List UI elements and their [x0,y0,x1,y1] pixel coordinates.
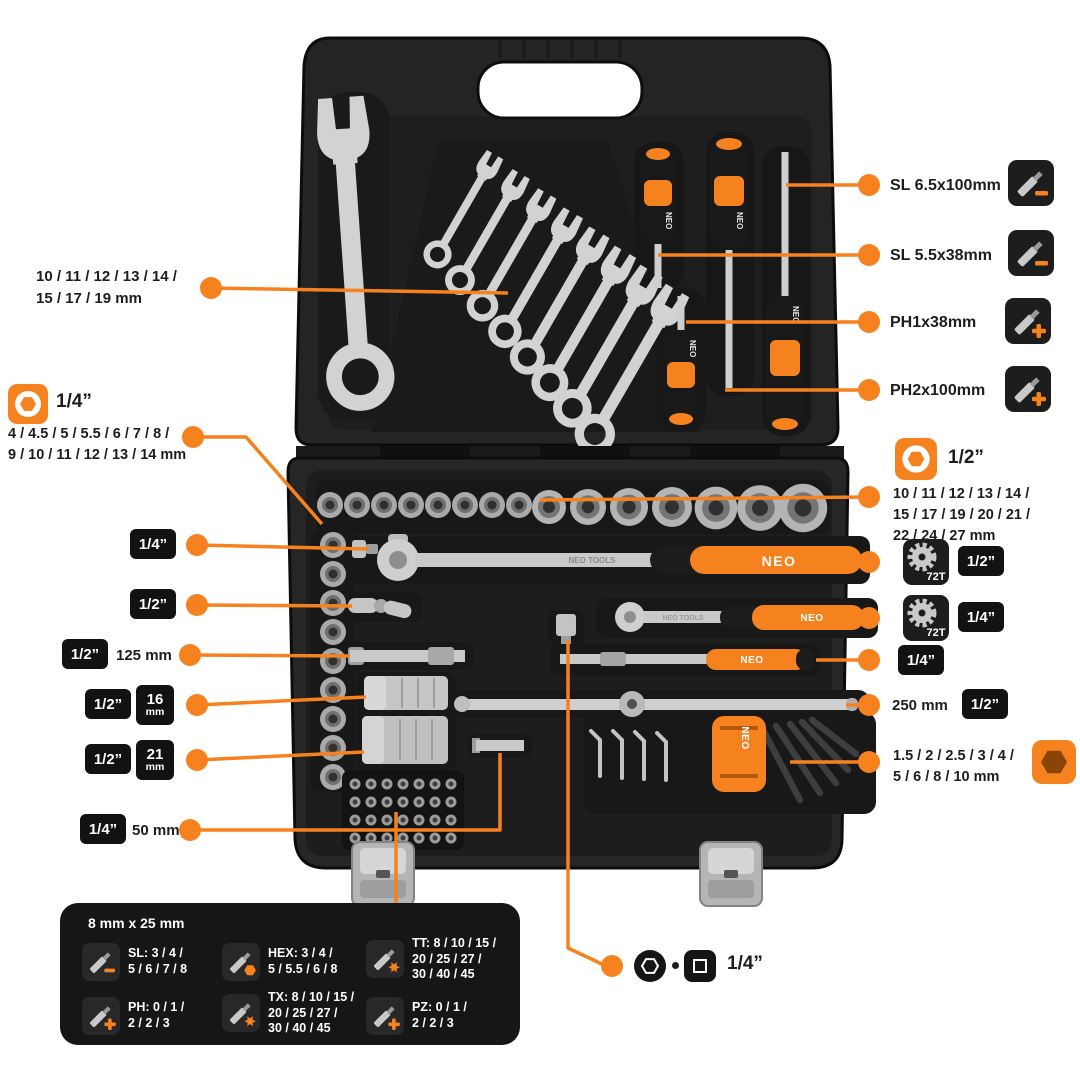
square-drive-icon [684,950,716,982]
quarter-drive-icon [8,384,48,424]
screwdriver-sl-65x100: NEO [766,152,804,430]
wrench-sizes-label: 10 / 11 / 12 / 13 / 14 / 15 / 17 / 19 mm [36,268,177,307]
spark-plug-socket-16mm [364,676,448,710]
torx-bit-icon [222,994,260,1033]
phillips-bit-icon [82,997,120,1035]
sl-bit-icon [82,943,120,981]
sliding-bar-badge: 1/2” [962,689,1008,719]
case-lid: NEO NEO NEO NEO [294,36,840,455]
phillips-bit-icon [1005,298,1051,344]
extension-125-badge: 1/2” [62,639,108,669]
svg-text:72T: 72T [927,627,946,639]
svg-text:NEO TOOLS: NEO TOOLS [662,615,703,622]
bits-ph: PH: 0 / 1 /2 / 2 / 3 [82,997,184,1035]
sl-65-label: SL 6.5x100mm [890,177,1001,194]
socket-21mm [362,716,448,764]
screwdriver-ph1x38: NEO [663,296,699,425]
half-drive-icon [895,438,937,480]
half-drive-label: 1/2” [948,447,984,468]
bits-block [342,770,464,850]
svg-text:NEO: NEO [664,212,673,229]
sl-bit-icon [1008,160,1054,206]
callout-dots [179,174,880,977]
half-socket-sizes-label: 10 / 11 / 12 / 13 / 14 / 15 / 17 / 19 / … [893,486,1031,545]
ratchet-quarter-badge: 1/4” [958,602,1004,632]
gear-72t-icon: 72T [903,595,949,641]
adapter-quarter-badge: 1/4” [130,529,176,559]
bits-sl: SL: 3 / 4 /5 / 6 / 7 / 8 [82,943,187,981]
ph1-label: PH1x38mm [890,314,977,331]
gear-72t-icon: 72T [903,539,949,585]
extension-50mm [472,738,524,753]
separator-dot [672,962,679,969]
extension-125-length: 125 mm [116,647,172,664]
case-tray: NEO TOOLS NEO NEO TOOLS NEO [286,456,878,907]
svg-text:NEO TOOLS: NEO TOOLS [569,556,617,565]
hex-bit-icon [222,943,260,981]
hex-key-sizes-label: 1.5 / 2 / 2.5 / 3 / 4 / 5 / 6 / 8 / 10 m… [893,748,1014,786]
hex-key-holder [712,716,766,792]
svg-text:NEO: NEO [688,340,697,357]
handle-cutout [476,60,644,120]
extension-50-length: 50 mm [132,822,180,839]
svg-text:NEO: NEO [791,306,800,323]
latch-right [699,841,763,907]
bits-drive-label: 1/4” [727,953,763,974]
socket-16-drive-badge: 1/2” [85,689,131,719]
socket-16-size-badge: 16 mm [136,685,174,725]
extension-50-badge: 1/4” [80,814,126,844]
screwdriver-ph2x100: NEO [710,138,748,388]
quarter-drive-label: 1/4” [56,391,92,412]
universal-joint-badge: 1/2” [130,589,176,619]
socket-21-size-badge: 21 mm [136,740,174,780]
spinner-badge: 1/4” [898,645,944,675]
extension-125mm [348,647,465,665]
bits-panel: 8 mm x 25 mm SL: 3 / 4 /5 / 6 / 7 / 8 HE… [60,903,520,1045]
ph2-label: PH2x100mm [890,382,986,399]
svg-text:NEO: NEO [762,553,797,569]
quarter-socket-sizes-label: 4 / 4.5 / 5 / 5.5 / 6 / 7 / 8 / 9 / 10 /… [8,426,187,464]
sl-55-label: SL 5.5x38mm [890,247,992,264]
socket-21-drive-badge: 1/2” [85,744,131,774]
svg-text:NEO: NEO [739,726,750,749]
bits-hex: HEX: 3 / 4 /5 / 5.5 / 6 / 8 [222,943,338,981]
sliding-t-bar-250mm [454,691,858,717]
hex-key-icon [1032,740,1076,784]
latch-left [351,841,415,907]
svg-text:72T: 72T [927,571,946,583]
bits-pz: PZ: 0 / 1 /2 / 2 / 3 [366,997,467,1035]
bits-size-label: 8 mm x 25 mm [88,915,185,931]
ratchet-half-badge: 1/2” [958,546,1004,576]
hex-socket-icon [634,950,666,982]
screwdriver-sl-55x38: NEO [640,148,676,288]
phillips-bit-icon [1005,366,1051,412]
svg-text:NEO: NEO [800,613,823,624]
svg-text:NEO: NEO [740,655,763,666]
svg-text:NEO: NEO [735,212,744,229]
bits-tx: TX: 8 / 10 / 15 /20 / 25 / 27 /30 / 40 /… [222,990,354,1037]
sl-bit-icon [1008,230,1054,276]
ratchet-half-inch: NEO TOOLS NEO [377,534,862,581]
handle-grip-grooves [498,41,622,58]
torx-tamper-bit-icon [366,940,404,979]
quarter-adapter-center [556,614,576,644]
universal-joint [348,598,412,619]
ratchet-quarter-inch: NEO TOOLS NEO [615,602,864,632]
sliding-bar-length: 250 mm [892,697,948,714]
pozidriv-bit-icon [366,997,404,1035]
bits-tt: TT: 8 / 10 / 15 /20 / 25 / 27 /30 / 40 /… [366,936,496,983]
spinner-handle-quarter: NEO [560,649,814,670]
